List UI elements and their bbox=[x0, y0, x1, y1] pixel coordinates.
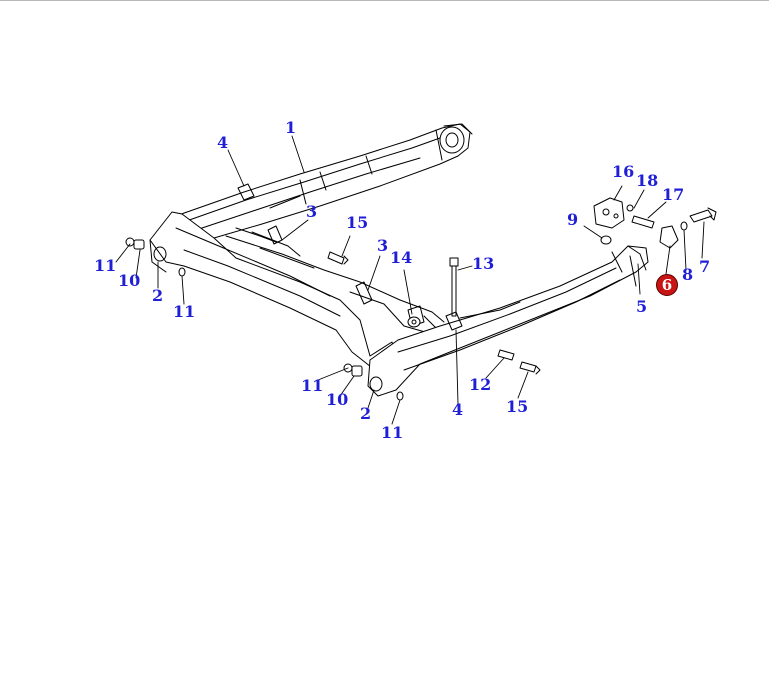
callout-14[interactable]: 14 bbox=[390, 248, 413, 267]
callout-11-upper-left[interactable]: 11 bbox=[94, 256, 117, 275]
front-track-frame bbox=[367, 245, 649, 397]
callout-2-upper-left[interactable]: 2 bbox=[152, 286, 164, 305]
callout-10-lower-left[interactable]: 10 bbox=[326, 390, 349, 409]
leader-lines bbox=[115, 135, 705, 425]
callout-12[interactable]: 12 bbox=[469, 375, 492, 394]
top-border bbox=[0, 0, 769, 1]
callout-8[interactable]: 8 bbox=[682, 265, 694, 284]
callout-15-upper[interactable]: 15 bbox=[346, 213, 369, 232]
callout-10-upper-left[interactable]: 10 bbox=[118, 271, 141, 290]
rear-track-frame bbox=[169, 123, 473, 247]
callout-11-lower-right[interactable]: 11 bbox=[381, 423, 404, 442]
callout-3-left[interactable]: 3 bbox=[306, 202, 318, 221]
callout-1[interactable]: 1 bbox=[285, 118, 297, 137]
callout-4-lower[interactable]: 4 bbox=[452, 400, 464, 419]
callout-11-upper-right[interactable]: 11 bbox=[173, 302, 196, 321]
callout-18[interactable]: 18 bbox=[636, 171, 659, 190]
callout-4-upper[interactable]: 4 bbox=[217, 133, 229, 152]
callout-2-lower-left[interactable]: 2 bbox=[360, 404, 372, 423]
callout-11-lower-left[interactable]: 11 bbox=[301, 376, 324, 395]
callout-7[interactable]: 7 bbox=[699, 257, 711, 276]
callout-13[interactable]: 13 bbox=[472, 254, 495, 273]
callout-17[interactable]: 17 bbox=[662, 185, 685, 204]
callout-16[interactable]: 16 bbox=[612, 162, 635, 181]
callout-3-center[interactable]: 3 bbox=[377, 236, 389, 255]
callout-15-lower[interactable]: 15 bbox=[506, 397, 529, 416]
callout-9[interactable]: 9 bbox=[567, 210, 579, 229]
callout-6-highlighted[interactable]: 6 bbox=[656, 274, 678, 296]
callout-5[interactable]: 5 bbox=[636, 297, 648, 316]
